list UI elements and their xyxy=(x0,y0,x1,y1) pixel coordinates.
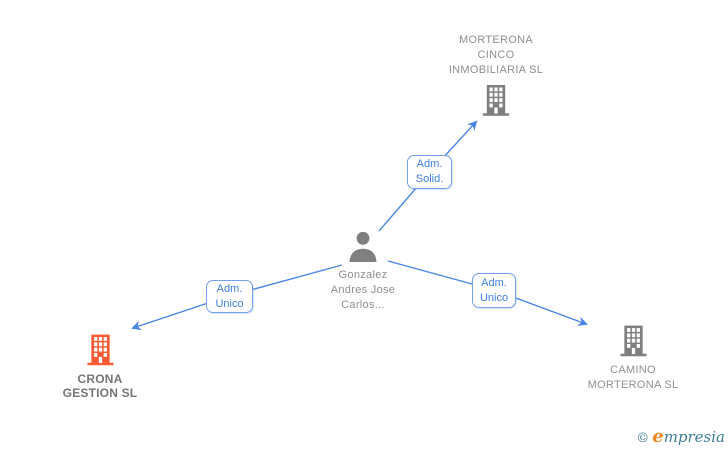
edge-label-adm-unico-left: Adm. Unico xyxy=(206,280,253,313)
empresia-watermark: ©empresia xyxy=(636,426,725,447)
company-name: CRONA GESTION SL xyxy=(62,372,138,400)
copyright-icon: © xyxy=(636,431,650,446)
watermark-brand-initial: e xyxy=(652,426,664,447)
person-icon xyxy=(349,231,377,262)
edge-label-adm-unico-right: Adm. Unico xyxy=(472,273,516,308)
watermark-brand-rest: mpresia xyxy=(663,428,725,446)
company-node-morterona-cinco[interactable]: MORTERONA CINCO INMOBILIARIA SL xyxy=(416,33,576,116)
edge-label-adm-solid: Adm. Solid. xyxy=(407,155,452,189)
building-icon xyxy=(86,334,114,366)
person-name: Gonzalez Andres Jose Carlos... xyxy=(330,269,396,311)
company-name: CAMINO MORTERONA SL xyxy=(587,364,679,391)
building-icon xyxy=(619,325,647,357)
building-icon xyxy=(482,85,510,116)
company-name: MORTERONA CINCO INMOBILIARIA SL xyxy=(448,34,544,76)
person-node-gonzalez[interactable]: Gonzalez Andres Jose Carlos... xyxy=(293,230,433,313)
company-node-camino-morterona[interactable]: CAMINO MORTERONA SL xyxy=(563,325,703,393)
company-node-crona-gestion[interactable]: CRONA GESTION SL xyxy=(30,334,170,400)
